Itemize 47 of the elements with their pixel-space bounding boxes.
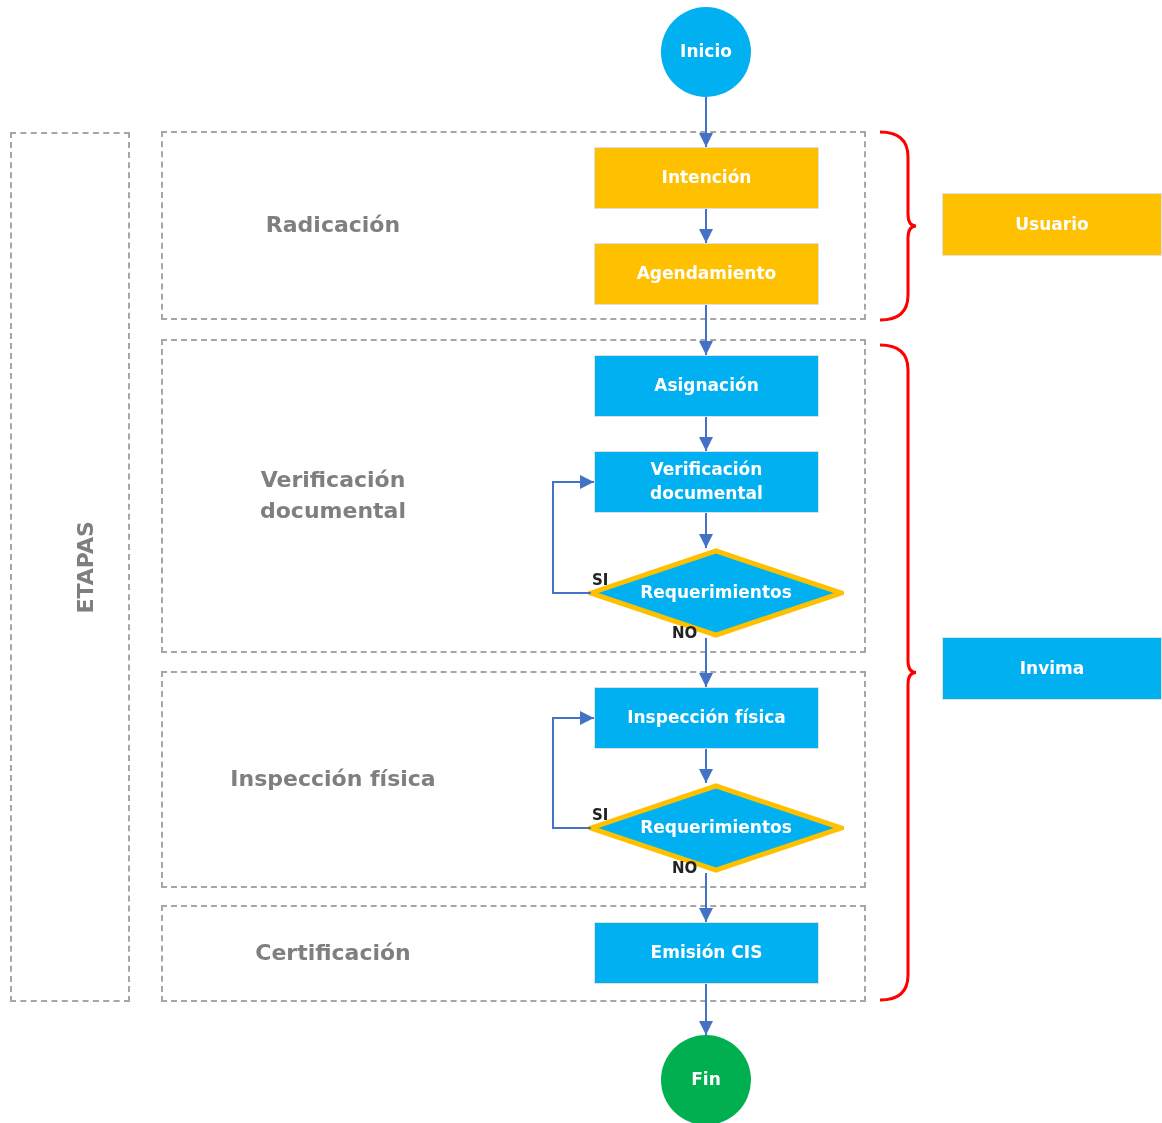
node-label: Inicio [680,40,732,64]
node-label: Requerimientos [640,581,792,605]
node-label: Asignación [653,374,760,398]
arrow [699,208,713,244]
arrow [699,983,713,1036]
edge-label: SI [592,571,609,589]
stage-label: Certificación [254,939,412,968]
arrow [699,512,713,549]
arrow [699,637,713,688]
edge-label: NO [672,859,698,877]
stage-box [161,131,866,320]
decision-diamond [588,783,844,873]
stage-box [161,339,866,653]
node-label: Intención [660,166,753,190]
arrow [552,475,595,594]
arrow [699,416,713,452]
stage-label: ETAPAS [71,520,99,614]
process-box [594,451,819,513]
node-label: Verificación documental [649,458,764,505]
role-box [942,193,1162,256]
stage-box [161,671,866,888]
arrow [699,96,713,148]
node-label: Agendamiento [635,262,778,286]
stage-band [10,132,130,1002]
process-box [594,147,819,209]
arrow [552,711,595,829]
node-label: Emisión CIS [649,941,764,965]
arrow [699,872,713,923]
process-box [594,922,819,984]
stage-label: Inspección física [229,765,437,794]
edge-label: SI [592,806,609,824]
stage-label: Radicación [264,211,402,240]
process-box [594,687,819,749]
node-label: Usuario [1014,212,1090,236]
node-label: Fin [691,1068,721,1092]
process-box [594,243,819,305]
node-label: Inspección física [626,706,787,730]
decision-diamond [588,548,844,638]
role-box [942,637,1162,700]
stage-label: Verificación documental [259,466,407,525]
node-label: Requerimientos [640,816,792,840]
stage-box [161,905,866,1002]
arrow [699,748,713,784]
process-box [594,355,819,417]
edge-label: NO [672,624,698,642]
node-label: Invima [1018,656,1086,680]
arrow [699,304,713,356]
